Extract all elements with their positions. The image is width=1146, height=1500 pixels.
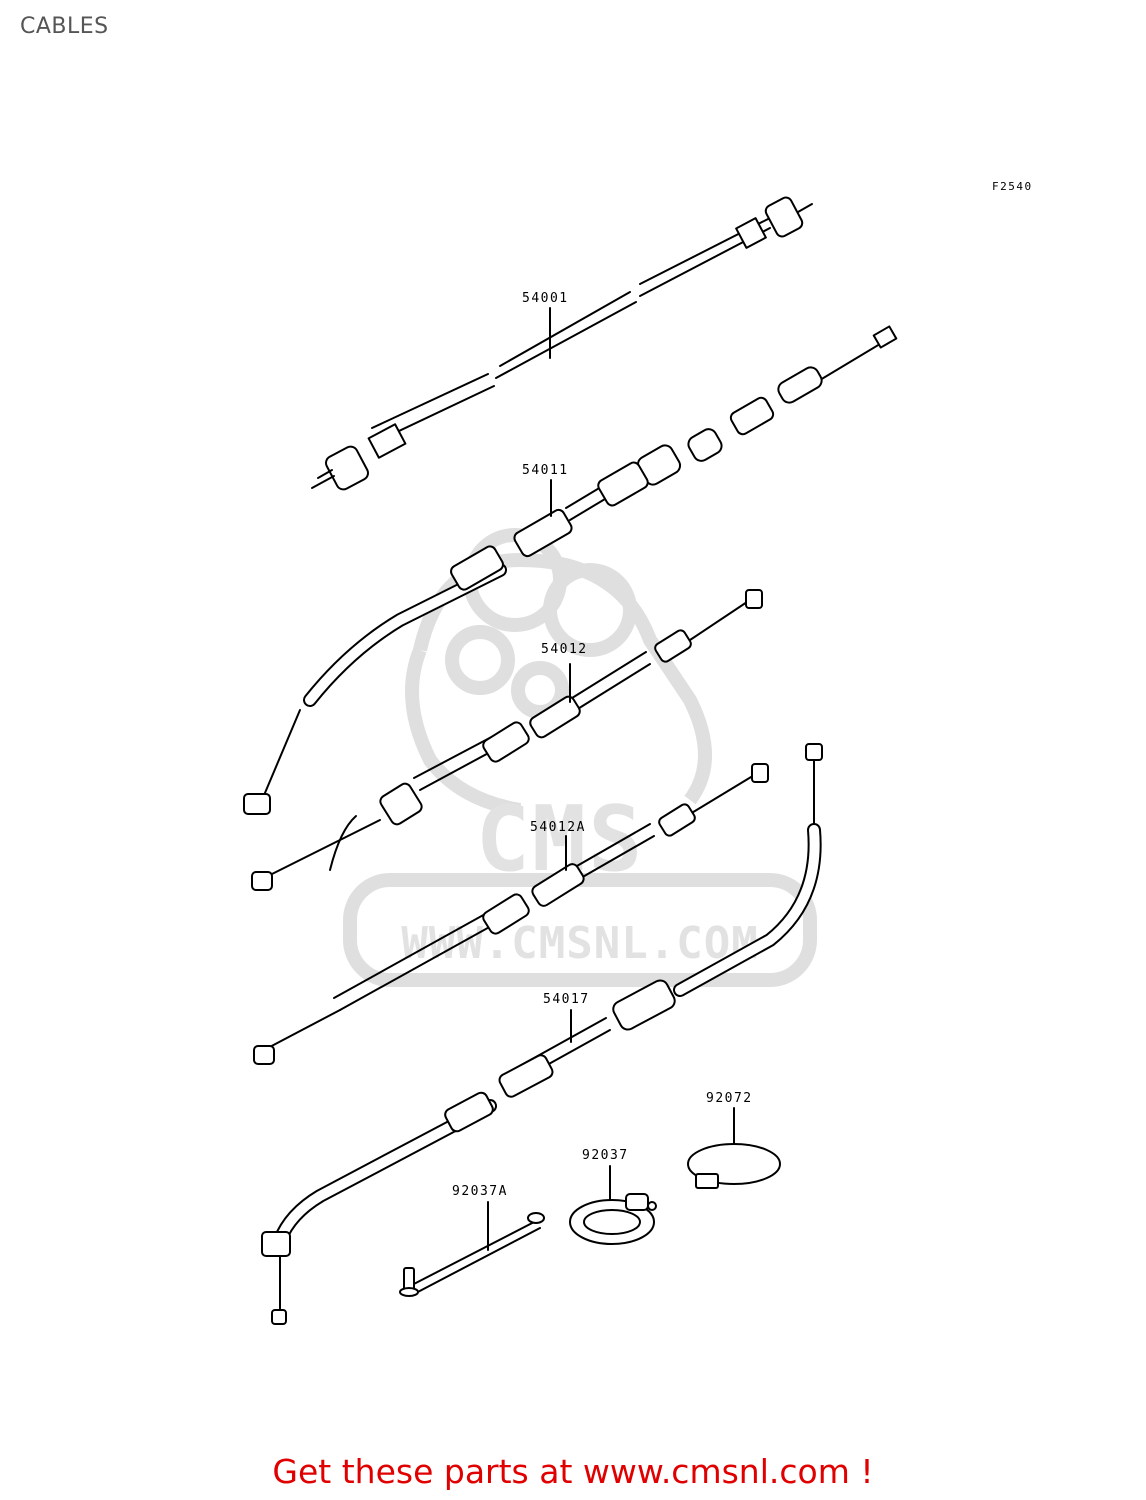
cable-54012A [253,763,769,1065]
part-label-92037: 92037 [582,1148,629,1163]
part-label-54017: 54017 [543,992,590,1007]
part-label-54012A: 54012A [530,820,586,835]
footer-cta[interactable]: Get these parts at www.cmsnl.com ! [272,1452,874,1491]
part-label-54001: 54001 [522,291,569,306]
part-label-54011: 54011 [522,463,569,478]
part-label-54012: 54012 [541,642,588,657]
cable-54017 [261,743,823,1325]
cable-54011 [243,325,898,815]
band-92072 [687,1107,781,1189]
cable-54012 [251,589,763,891]
svg-text:WWW.CMSNL.COM: WWW.CMSNL.COM [401,918,758,969]
cms-watermark [343,528,817,987]
part-label-92072: 92072 [706,1091,753,1106]
figure-code: F2540 [992,180,1033,193]
strap-92037A [399,1201,545,1297]
clamp-92037 [569,1165,657,1245]
cable-54001 [311,196,813,491]
page-title: CABLES [20,14,109,39]
part-label-92037A: 92037A [452,1184,508,1199]
